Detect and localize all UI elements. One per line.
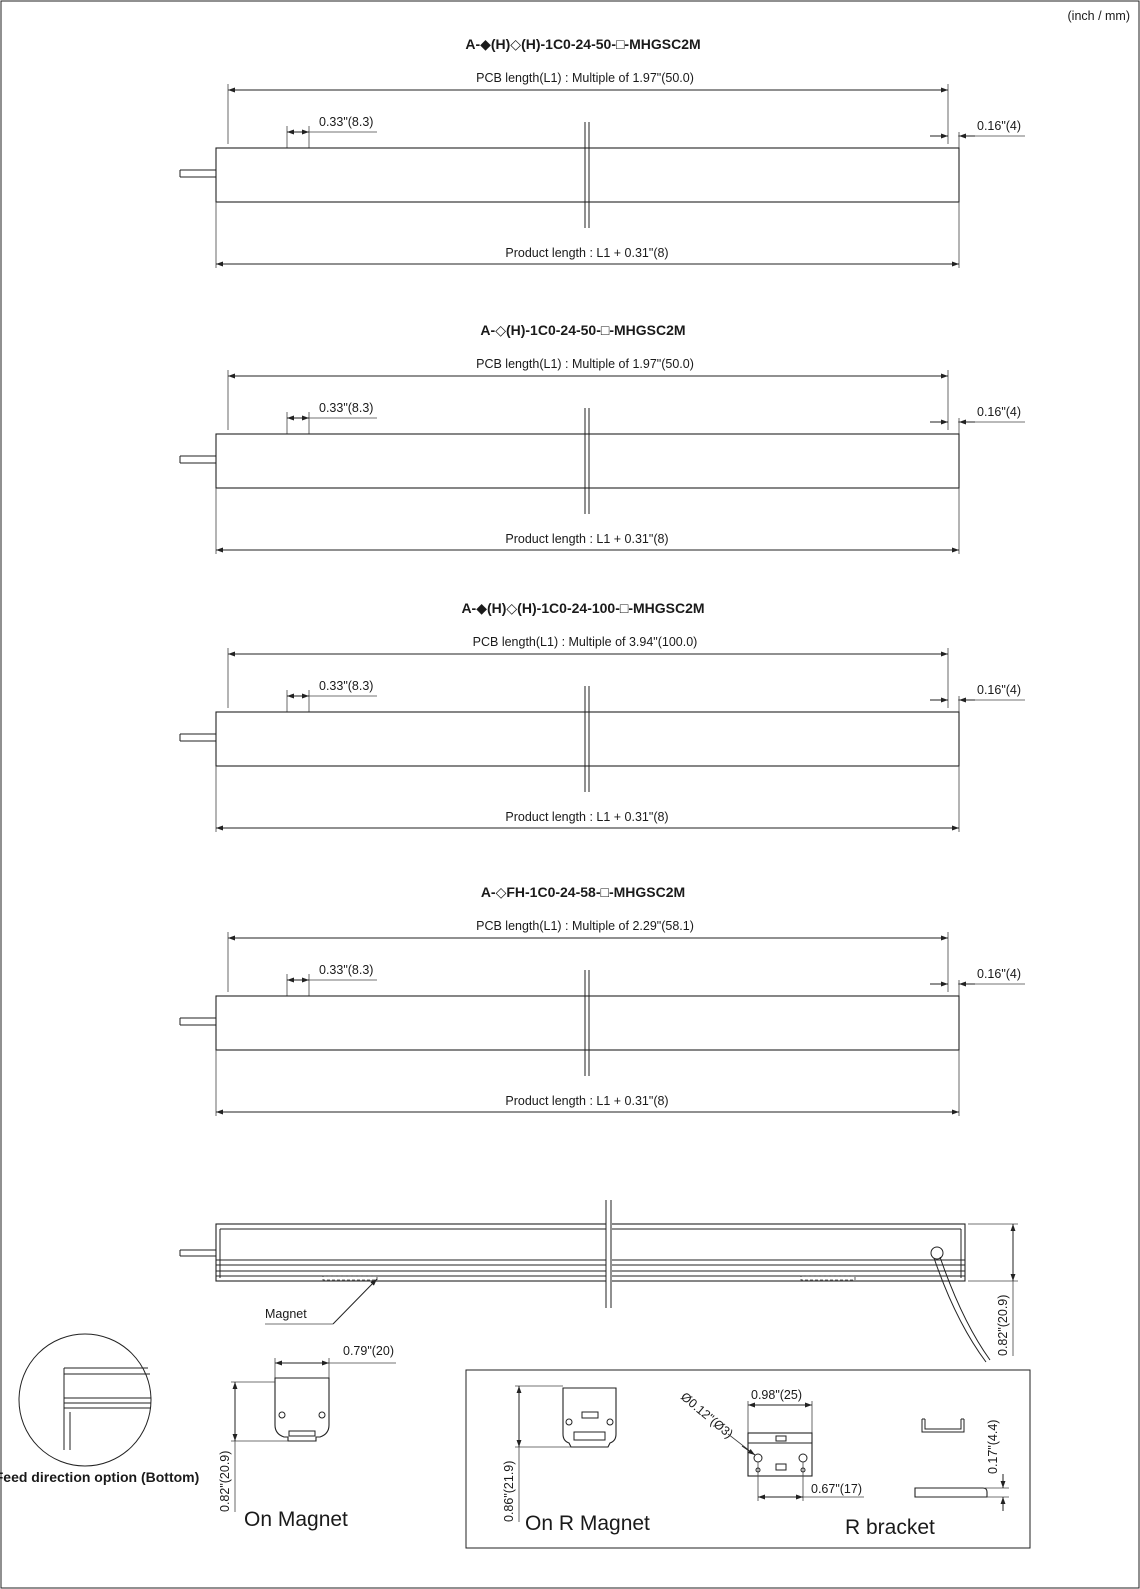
magnet-profile	[274, 1377, 330, 1442]
units-label: (inch / mm)	[1068, 9, 1131, 23]
section-4-title: A-◇FH-1C0-24-58-□-MHGSC2M	[481, 884, 685, 900]
bracket-channel-top	[921, 1419, 965, 1433]
section-2: A-◇(H)-1C0-24-50-□-MHGSC2M PCB length(L1…	[179, 322, 1025, 554]
profile-body	[215, 1223, 966, 1282]
on-magnet-width-label: 0.79"(20)	[343, 1344, 394, 1358]
cable-gland	[930, 1246, 944, 1260]
light-bar-body	[215, 711, 960, 767]
r-magnet-height-label: 0.86"(21.9)	[502, 1461, 516, 1522]
magnet-label: Magnet	[265, 1307, 307, 1321]
profile-height-label: 0.82"(20.9)	[996, 1295, 1010, 1356]
section-2-title: A-◇(H)-1C0-24-50-□-MHGSC2M	[480, 322, 685, 338]
r-options-panel	[465, 1369, 1031, 1549]
r-bracket-offset-label: 0.67"(17)	[811, 1482, 862, 1496]
r-bracket-width-label: 0.98"(25)	[751, 1388, 802, 1402]
r-bracket-thickness-label: 0.17"(4.4)	[986, 1420, 1000, 1474]
section-3: A-◆(H)◇(H)-1C0-24-100-□-MHGSC2M PCB leng…	[179, 600, 1025, 832]
section-4-end-label: 0.16"(4)	[977, 967, 1021, 981]
section-3-title: A-◆(H)◇(H)-1C0-24-100-□-MHGSC2M	[461, 600, 704, 616]
section-1-product-label: Product length : L1 + 0.31"(8)	[505, 246, 668, 260]
section-2-product-label: Product length : L1 + 0.31"(8)	[505, 532, 668, 546]
section-4-product-label: Product length : L1 + 0.31"(8)	[505, 1094, 668, 1108]
section-1-pcb-label: PCB length(L1) : Multiple of 1.97"(50.0)	[476, 71, 694, 85]
light-bar-body	[215, 433, 960, 489]
section-3-pitch-label: 0.33"(8.3)	[319, 679, 373, 693]
section-3-end-label: 0.16"(4)	[977, 683, 1021, 697]
feed-option-label: Feed direction option (Bottom)	[0, 1469, 199, 1485]
section-2-pitch-label: 0.33"(8.3)	[319, 401, 373, 415]
on-magnet-height-label: 0.82"(20.9)	[218, 1451, 232, 1512]
light-bar-body	[215, 995, 960, 1051]
section-2-pcb-label: PCB length(L1) : Multiple of 1.97"(50.0)	[476, 357, 694, 371]
section-4-pcb-label: PCB length(L1) : Multiple of 2.29"(58.1)	[476, 919, 694, 933]
magnet-left	[322, 1275, 378, 1281]
break-gap	[606, 1200, 612, 1308]
bracket-plate-side	[914, 1487, 988, 1498]
on-magnet-caption: On Magnet	[244, 1508, 348, 1531]
r-magnet-caption: On R Magnet	[525, 1512, 650, 1535]
r-bracket-view: 0.98"(25) Ø0.12"(Ø3) 0.67"(17) 0.17"(4.4…	[678, 1388, 1009, 1539]
section-1-end-label: 0.16"(4)	[977, 119, 1021, 133]
r-bracket-hole-label: Ø0.12"(Ø3)	[678, 1390, 736, 1442]
section-3-product-label: Product length : L1 + 0.31"(8)	[505, 810, 668, 824]
section-1: A-◆(H)◇(H)-1C0-24-50-□-MHGSC2M PCB lengt…	[179, 36, 1025, 268]
on-r-magnet-view: 0.86"(21.9) On R Magnet	[502, 1385, 650, 1535]
section-1-title: A-◆(H)◇(H)-1C0-24-50-□-MHGSC2M	[465, 36, 700, 52]
section-4-pitch-label: 0.33"(8.3)	[319, 963, 373, 977]
detail-circle	[18, 1333, 152, 1467]
section-4: A-◇FH-1C0-24-58-□-MHGSC2M PCB length(L1)…	[179, 884, 1025, 1116]
feed-direction-option: Feed direction option (Bottom)	[0, 1333, 199, 1485]
cable	[933, 1257, 987, 1363]
on-magnet-view: 0.79"(20) 0.82"(20.9) On Magnet	[218, 1344, 396, 1531]
section-1-pitch-label: 0.33"(8.3)	[319, 115, 373, 129]
magnet-right	[800, 1275, 856, 1281]
profile-view: Magnet 0.82"(20.9)	[179, 1200, 1018, 1363]
section-3-pcb-label: PCB length(L1) : Multiple of 3.94"(100.0…	[473, 635, 698, 649]
r-bracket-caption: R bracket	[845, 1516, 935, 1539]
section-2-end-label: 0.16"(4)	[977, 405, 1021, 419]
light-bar-body	[215, 147, 960, 203]
